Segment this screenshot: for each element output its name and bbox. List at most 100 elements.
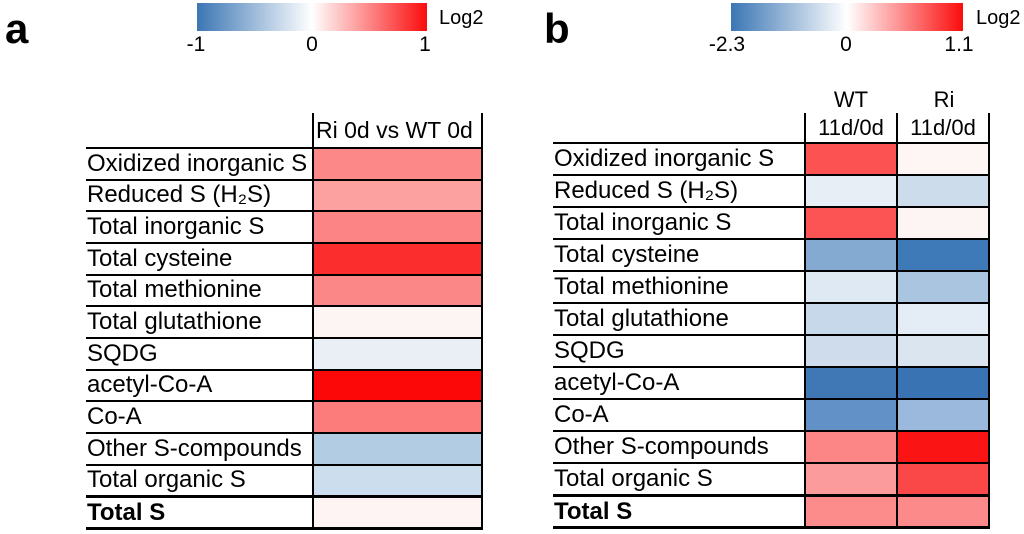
row-label: Co-A — [87, 403, 142, 431]
row-label: Oxidized inorganic S — [87, 149, 308, 177]
row-label: Total organic S — [87, 466, 246, 494]
heatmap-cell — [898, 368, 990, 398]
table-b-column2-name: Ri — [933, 87, 955, 112]
row-label: Total S — [87, 498, 166, 526]
colorbar-b-tick-max: 1.1 — [944, 33, 974, 56]
row-label: Total glutathione — [554, 305, 729, 332]
table-row: Total S — [553, 494, 990, 526]
table-row: Reduced S (H₂S) — [86, 178, 483, 211]
heatmap-cell — [898, 240, 990, 270]
heatmap-cell — [312, 402, 483, 432]
row-label: Total cysteine — [554, 241, 700, 268]
table-b-header-bottom: 11d/0d 11d/0d — [553, 113, 990, 142]
colorbar-b-tick-mid: 0 — [840, 33, 852, 56]
row-label: SQDG — [87, 339, 158, 367]
heatmap-cell — [898, 497, 990, 526]
heatmap-cell — [312, 498, 483, 527]
heatmap-cell — [804, 464, 898, 494]
heatmap-cell — [804, 272, 898, 302]
table-row: Total S — [86, 495, 483, 527]
row-label: Total S — [554, 497, 633, 525]
row-label: Other S-compounds — [554, 433, 769, 460]
row-label: Total methionine — [554, 273, 729, 300]
row-label: acetyl-Co-A — [554, 369, 680, 396]
heatmap-cell — [898, 272, 990, 302]
heatmap-cell — [312, 149, 483, 179]
table-row: Co-A — [86, 400, 483, 432]
colorbar-b-title: Log2 — [976, 7, 1021, 29]
table-a-header-spacer — [86, 113, 312, 147]
colorbar-a-tick-max: 1 — [419, 33, 431, 56]
heatmap-cell — [898, 208, 990, 238]
heatmap-cell — [804, 304, 898, 334]
heatmap-cell — [312, 275, 483, 306]
table-row: Oxidized inorganic S — [553, 142, 990, 174]
heatmap-cell — [312, 465, 483, 496]
table-row: Total organic S — [553, 462, 990, 494]
row-label: Co-A — [554, 401, 609, 428]
panel-b-label: b — [544, 5, 570, 52]
row-label: Total methionine — [87, 276, 262, 304]
table-b-column1-sublabel: 11d/0d — [804, 113, 898, 142]
colorbar-b-tick-min: -2.3 — [708, 33, 746, 56]
colorbar-a-tick-min: -1 — [186, 33, 206, 56]
heatmap-cell — [898, 336, 990, 366]
row-label: Oxidized inorganic S — [554, 145, 775, 172]
table-b-header-spacer — [553, 85, 804, 113]
table-row: acetyl-Co-A — [553, 366, 990, 398]
table-b-header-top: WT Ri — [553, 85, 990, 113]
heatmap-cell — [898, 464, 990, 494]
heatmap-cell — [898, 432, 990, 462]
heatmap-cell — [804, 240, 898, 270]
row-label: Total glutathione — [87, 308, 262, 336]
heatmap-cell — [312, 307, 483, 337]
table-b-header-spacer — [553, 113, 804, 142]
heatmap-cell — [312, 433, 483, 464]
colorbar-b — [731, 3, 963, 31]
heatmap-cell — [312, 370, 483, 401]
row-label: Total inorganic S — [87, 213, 265, 241]
table-row: Total glutathione — [553, 302, 990, 334]
heatmap-cell — [312, 180, 483, 211]
row-label: SQDG — [554, 337, 625, 364]
table-row: Total cysteine — [553, 238, 990, 270]
colorbar-a-title: Log2 — [439, 7, 484, 29]
table-row: SQDG — [553, 334, 990, 366]
row-label: Other S-compounds — [87, 434, 302, 462]
table-row: Total inorganic S — [553, 206, 990, 238]
heatmap-cell — [804, 432, 898, 462]
colorbar-a — [197, 3, 427, 31]
heatmap-cell — [804, 208, 898, 238]
table-row: Total cysteine — [86, 241, 483, 274]
heatmap-cell — [898, 304, 990, 334]
row-label: acetyl-Co-A — [87, 371, 213, 399]
row-label: Total cysteine — [87, 244, 233, 272]
heatmap-cell — [804, 497, 898, 526]
table-a-header: Ri 0d vs WT 0d — [86, 113, 483, 147]
table-row: Co-A — [553, 398, 990, 430]
table-row: Reduced S (H₂S) — [553, 174, 990, 206]
heatmap-cell — [312, 338, 483, 369]
table-row: Other S-compounds — [553, 430, 990, 462]
heatmap-cell — [804, 176, 898, 206]
table-row: Oxidized inorganic S — [86, 147, 483, 179]
row-label: Reduced S (H₂S) — [554, 177, 739, 204]
table-row: acetyl-Co-A — [86, 368, 483, 401]
heatmap-cell — [312, 212, 483, 242]
heatmap-cell — [898, 176, 990, 206]
row-label: Total organic S — [554, 465, 713, 492]
heatmap-cell — [804, 368, 898, 398]
heatmap-cell — [898, 400, 990, 430]
table-row: Total methionine — [86, 273, 483, 306]
heatmap-cell — [898, 144, 990, 174]
heatmap-cell — [804, 400, 898, 430]
row-label: Reduced S (H₂S) — [87, 181, 272, 209]
table-a-rows: Oxidized inorganic S Reduced S (H₂S) Total… — [86, 147, 483, 530]
table-row: Total inorganic S — [86, 210, 483, 242]
table-row: Total organic S — [86, 463, 483, 496]
table-a-column-header: Ri 0d vs WT 0d — [312, 113, 483, 147]
table-row: Total glutathione — [86, 305, 483, 337]
heatmap-cell — [804, 336, 898, 366]
table-b-column1-name: WT — [833, 87, 869, 112]
